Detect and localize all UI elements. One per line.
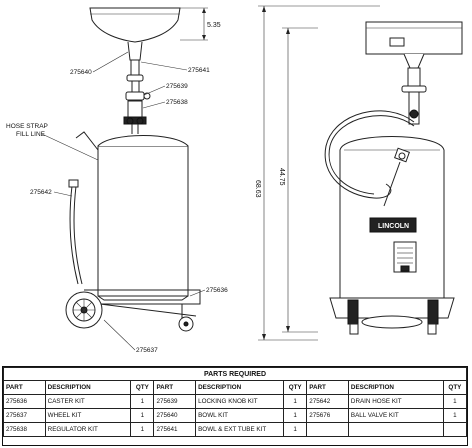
callout-knob: 275639 <box>143 83 188 96</box>
dimension-overall: 68.63 <box>254 5 380 341</box>
header-qty-3: QTY <box>442 380 468 395</box>
front-view: LINCOLN <box>324 21 463 335</box>
callout-hose-strap: HOSE STRAP FILL LINE <box>6 123 99 161</box>
callout-caster: 275637 <box>103 319 158 354</box>
front-brand-text: LINCOLN <box>378 223 409 230</box>
fill-line-label: FILL LINE <box>16 131 46 138</box>
dimension-overall-text: 68.63 <box>254 180 261 198</box>
callout-caster-text: 275637 <box>136 347 158 354</box>
side-view: 5.35 275640 275641 275639 275638 <box>6 7 228 354</box>
part-description: DRAIN HOSE KIT <box>347 394 444 409</box>
part-qty: 1 <box>442 394 468 409</box>
callout-hose: 275642 <box>30 189 73 197</box>
callout-bowl: 275640 <box>70 51 129 76</box>
table-row: 275638 REGULATOR KIT 1 275641 BOWL & EXT… <box>3 422 468 437</box>
dimension-bowl: 5.35 <box>180 7 221 41</box>
part-description: BOWL KIT <box>195 408 285 423</box>
part-qty: 1 <box>283 394 308 409</box>
drain-bowl <box>89 7 181 61</box>
hose-strap-label: HOSE STRAP <box>6 123 48 130</box>
header-description-1: DESCRIPTION <box>44 380 132 395</box>
dimension-bowl-text: 5.35 <box>207 22 221 29</box>
part-qty: 1 <box>283 408 308 423</box>
extension-tube <box>126 59 144 102</box>
header-description-3: DESCRIPTION <box>347 380 444 395</box>
part-number: 275637 <box>3 408 46 423</box>
regulator <box>123 100 147 125</box>
parts-required-table: PARTS REQUIRED PART DESCRIPTION QTY PART… <box>2 366 468 446</box>
callout-wheel-text: 275636 <box>206 287 228 294</box>
part-number: 275676 <box>306 408 349 423</box>
part-description: REGULATOR KIT <box>44 422 132 437</box>
part-number: 275641 <box>153 422 197 437</box>
part-description: CASTER KIT <box>44 394 132 409</box>
front-brand-plate: LINCOLN <box>369 217 417 233</box>
part-number: 275640 <box>153 408 197 423</box>
callout-regulator-text: 275638 <box>166 99 188 106</box>
dimension-inner-text: 44.75 <box>278 168 285 186</box>
callout-regulator: 275638 <box>142 99 188 109</box>
header-qty-1: QTY <box>130 380 155 395</box>
front-tank <box>339 136 445 299</box>
base-frame <box>84 289 201 317</box>
header-part-3: PART <box>306 380 349 395</box>
callout-knob-text: 275639 <box>166 83 188 90</box>
callout-hose-text: 275642 <box>30 189 52 196</box>
handle <box>75 131 99 151</box>
header-description-2: DESCRIPTION <box>195 380 285 395</box>
part-qty: 1 <box>130 422 155 437</box>
parts-table-title: PARTS REQUIRED <box>3 367 467 381</box>
part-qty: 1 <box>283 422 308 437</box>
table-row: 275637 WHEEL KIT 1 275640 BOWL KIT 1 275… <box>3 408 468 423</box>
callout-wheel: 275636 <box>189 287 228 297</box>
part-description <box>347 422 444 437</box>
parts-table: PARTS REQUIRED PART DESCRIPTION QTY PART… <box>3 367 468 437</box>
part-number: 275642 <box>306 394 349 409</box>
callout-bowl-ext-text: 275641 <box>188 67 210 74</box>
locking-knob <box>125 91 151 101</box>
front-warning-label <box>393 241 417 273</box>
header-qty-2: QTY <box>283 380 308 395</box>
wheel <box>65 291 103 329</box>
callout-bowl-ext: 275641 <box>140 61 210 74</box>
caster <box>178 304 194 332</box>
part-qty: 1 <box>130 394 155 409</box>
part-number: 275636 <box>3 394 46 409</box>
parts-table-title-row: PARTS REQUIRED <box>3 367 467 381</box>
part-description: LOCKING KNOB KIT <box>195 394 285 409</box>
front-hose-coil <box>324 110 415 207</box>
technical-drawing: 5.35 275640 275641 275639 275638 <box>6 5 463 354</box>
tank-body <box>97 124 189 301</box>
parts-table-header-row: PART DESCRIPTION QTY PART DESCRIPTION QT… <box>3 380 468 395</box>
front-bowl <box>365 21 463 69</box>
front-tube <box>401 67 427 125</box>
part-number: 275638 <box>3 422 46 437</box>
part-qty: 1 <box>130 408 155 423</box>
drain-hose <box>68 179 83 285</box>
part-number: 275639 <box>153 394 197 409</box>
front-base <box>329 297 455 335</box>
part-description: BALL VALVE KIT <box>347 408 444 423</box>
callout-bowl-text: 275640 <box>70 69 92 76</box>
header-part-1: PART <box>3 380 46 395</box>
part-number <box>306 422 349 437</box>
part-description: WHEEL KIT <box>44 408 132 423</box>
part-qty <box>442 422 468 437</box>
table-row: 275636 CASTER KIT 1 275639 LOCKING KNOB … <box>3 394 468 409</box>
header-part-2: PART <box>153 380 197 395</box>
part-description: BOWL & EXT TUBE KIT <box>195 422 285 437</box>
dimension-inner: 44.75 <box>278 27 318 333</box>
part-qty: 1 <box>442 408 468 423</box>
